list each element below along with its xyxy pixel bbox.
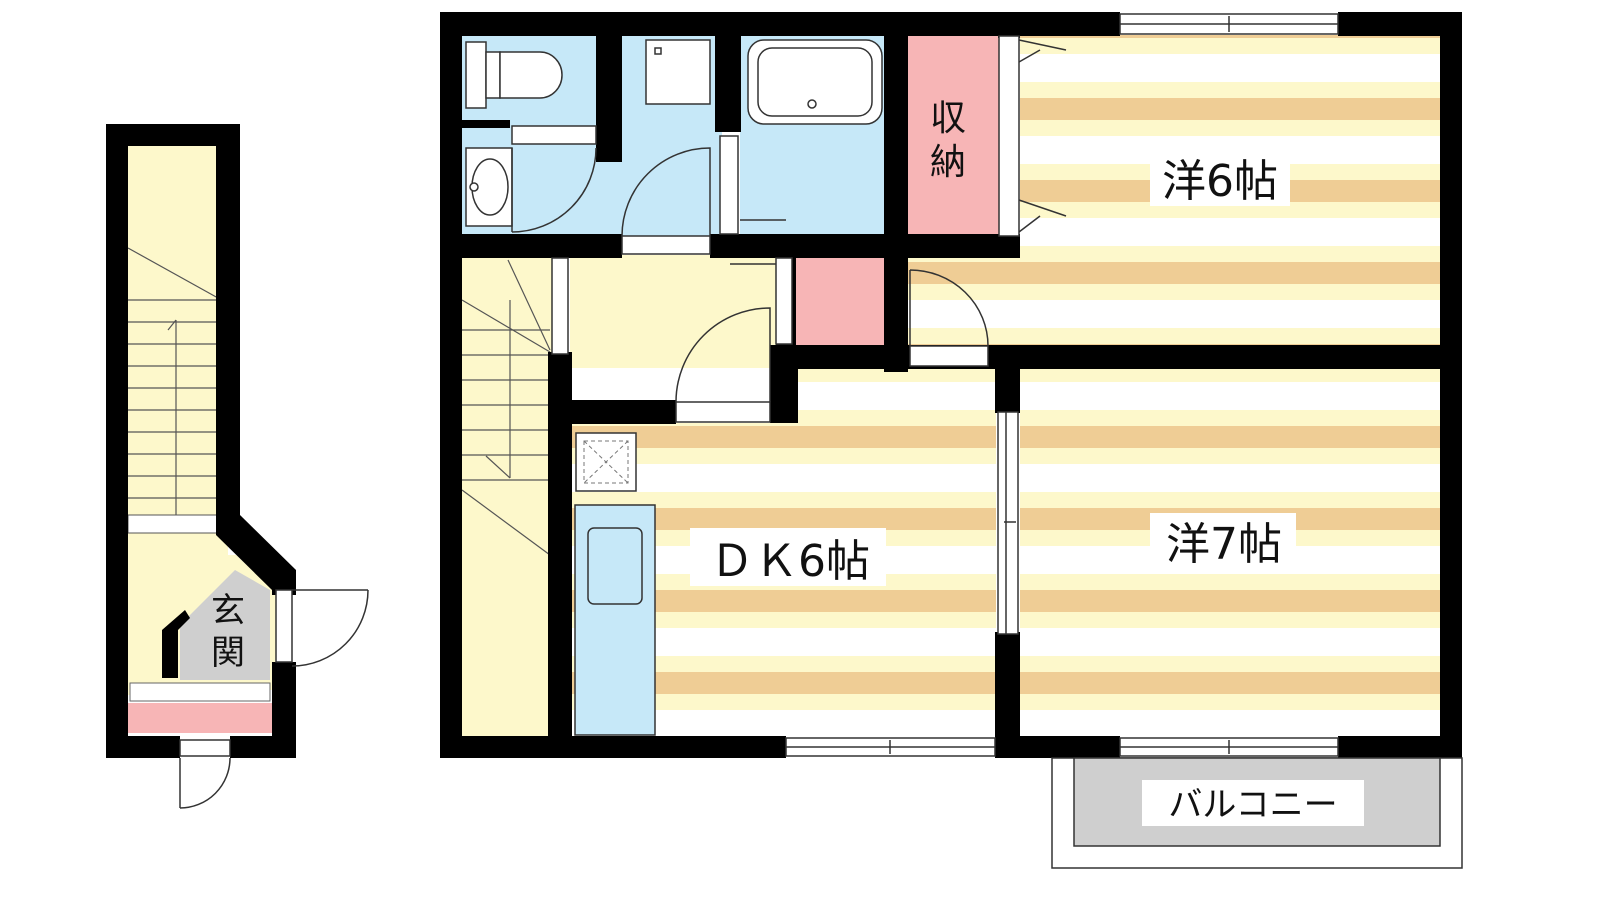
main-stair-treads xyxy=(461,259,551,556)
western-6-lower-floor xyxy=(908,255,1020,345)
windows xyxy=(785,13,1339,757)
entrance-label-2: 関 xyxy=(211,633,245,673)
storage-room xyxy=(907,35,999,235)
bathtub xyxy=(747,39,883,125)
toilet xyxy=(465,41,563,109)
stair-area-floor xyxy=(460,255,552,737)
genkan-tile xyxy=(180,570,270,680)
entrance-walls xyxy=(106,124,296,758)
dk-6-label: ＤＫ6帖 xyxy=(710,536,870,587)
storage-closet xyxy=(796,255,886,345)
stair-treads xyxy=(127,247,219,520)
entrance-wing: 玄 関 xyxy=(106,124,369,809)
interior-doors xyxy=(511,35,1067,635)
balcony-label: バルコニー xyxy=(1168,785,1337,825)
balcony: バルコニー xyxy=(1051,757,1463,869)
storage-label-1: 収 xyxy=(930,98,966,139)
main-walls xyxy=(440,12,1462,758)
western-7-label: 洋7帖 xyxy=(1166,519,1282,570)
main-floor: バルコニー 収 納 洋6帖 洋7帖 ＤＫ6帖 xyxy=(440,12,1463,869)
washing-machine xyxy=(645,39,711,105)
entrance-door xyxy=(275,589,369,667)
wash-basin xyxy=(465,147,513,227)
western-6-label: 洋6帖 xyxy=(1162,156,1278,207)
storage-label-2: 納 xyxy=(930,142,966,183)
refrigerator-space xyxy=(575,432,637,492)
step-line xyxy=(129,682,271,702)
rear-door xyxy=(179,739,231,809)
kitchen-sink xyxy=(587,527,643,605)
stair-landing xyxy=(127,514,219,534)
kitchen-counter xyxy=(574,504,656,736)
shoe-box xyxy=(128,703,272,733)
entrance-label-1: 玄 xyxy=(211,591,245,631)
